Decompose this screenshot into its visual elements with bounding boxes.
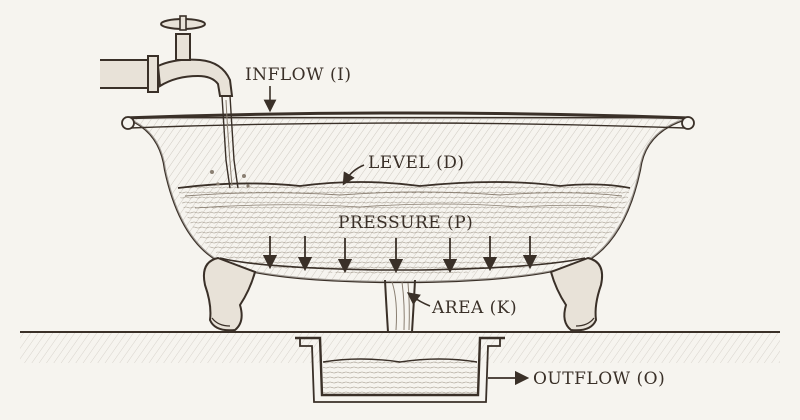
label-outflow: OUTFLOW (O): [533, 369, 665, 389]
pressure-arrows: [262, 236, 538, 274]
label-inflow-group: INFLOW (I): [245, 65, 351, 113]
water-surface-line: [177, 181, 631, 189]
label-outflow-group: OUTFLOW (O): [488, 369, 665, 389]
faucet: [100, 15, 250, 189]
drain-pipe: [384, 279, 416, 333]
label-level: LEVEL (D): [368, 153, 464, 173]
label-area-group: AREA (K): [406, 292, 517, 318]
label-inflow: INFLOW (I): [245, 65, 351, 85]
tub-rim: [124, 111, 691, 120]
water-stream: [221, 95, 239, 189]
floor: [20, 331, 780, 363]
claw-foot-left: [202, 256, 257, 332]
level-arrow: [342, 164, 365, 186]
area-arrow: [406, 292, 431, 307]
label-pressure: PRESSURE (P): [338, 213, 473, 233]
claw-foot-right: [549, 256, 604, 332]
outflow-basin: [295, 336, 505, 403]
bathtub: [121, 111, 695, 284]
label-pressure-group: PRESSURE (P): [262, 213, 538, 274]
supply-pipe: [100, 59, 151, 89]
label-level-group: LEVEL (D): [342, 153, 464, 186]
label-area: AREA (K): [431, 298, 517, 318]
